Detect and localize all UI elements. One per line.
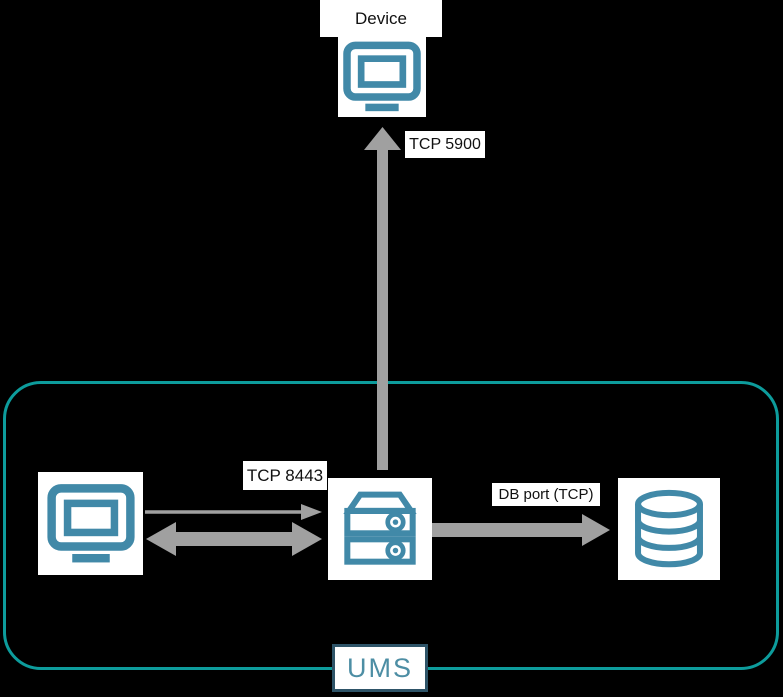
- device-node-label: Device: [320, 0, 442, 37]
- ums-port-label: TCP 8443: [243, 461, 327, 490]
- server-icon: [343, 491, 417, 565]
- monitor-icon: [46, 483, 135, 562]
- database-icon: [635, 489, 703, 568]
- console-to-server-arrow: [145, 504, 322, 520]
- server-to-database-arrow: [432, 514, 610, 546]
- db-port-label: DB port (TCP): [492, 483, 600, 506]
- ums-console-node: [38, 472, 143, 575]
- ums-group-label: UMS: [332, 644, 428, 692]
- ums-server-node: [328, 478, 432, 580]
- monitor-icon: [343, 41, 421, 112]
- console-server-bidirectional-arrow: [146, 522, 322, 556]
- server-to-device-arrow: [364, 127, 401, 470]
- device-node: [338, 37, 426, 117]
- vnc-port-label: TCP 5900: [405, 131, 485, 158]
- database-node: [618, 478, 720, 580]
